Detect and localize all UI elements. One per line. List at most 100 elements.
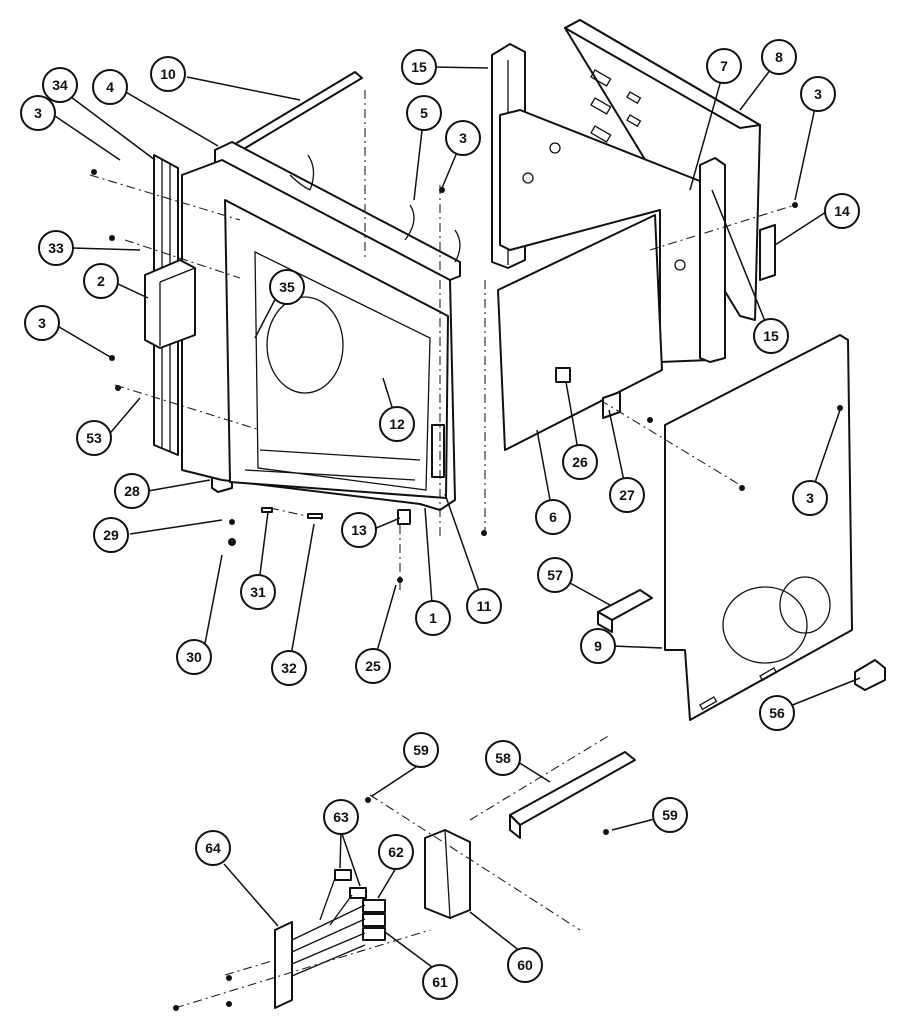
callout-35: 35 (269, 269, 305, 305)
callout-label: 57 (547, 567, 563, 583)
callout-label: 33 (48, 240, 64, 256)
callout-label: 28 (124, 483, 140, 499)
callout-label: 25 (365, 658, 381, 674)
callout-label: 3 (34, 105, 42, 121)
callout-59-a: 59 (403, 732, 439, 768)
callout-label: 59 (662, 807, 678, 823)
callout-5: 5 (406, 95, 442, 131)
callout-4: 4 (92, 69, 128, 105)
callout-3-b: 3 (24, 305, 60, 341)
callout-8: 8 (761, 39, 797, 75)
callout-26: 26 (562, 444, 598, 480)
callout-34: 34 (42, 67, 78, 103)
callout-label: 26 (572, 454, 588, 470)
part-5-wire-bracket (404, 204, 461, 263)
callout-3-e: 3 (792, 480, 828, 516)
callout-25: 25 (355, 648, 391, 684)
fasteners (91, 169, 843, 1011)
callout-label: 61 (432, 974, 448, 990)
callout-1: 1 (415, 600, 451, 636)
part-56-foot-bracket (854, 659, 886, 691)
assembly-lines (89, 90, 796, 1009)
callout-label: 35 (279, 279, 295, 295)
callout-label: 13 (351, 522, 367, 538)
callout-label: 3 (806, 490, 814, 506)
part-26-clip (555, 367, 571, 383)
part-58-rail (509, 751, 636, 839)
callout-58: 58 (485, 740, 521, 776)
callout-label: 3 (459, 130, 467, 146)
part-63-connectors (334, 869, 367, 899)
callout-63: 63 (323, 799, 359, 835)
callout-15-a: 15 (401, 49, 437, 85)
callout-60: 60 (507, 947, 543, 983)
part-14-side-bracket (759, 224, 776, 281)
callout-label: 5 (420, 105, 428, 121)
callout-3-a: 3 (20, 95, 56, 131)
callout-label: 4 (106, 79, 114, 95)
callout-14: 14 (824, 193, 860, 229)
callout-label: 3 (38, 315, 46, 331)
part-9-right-side-panel (664, 334, 853, 721)
callout-label: 10 (160, 66, 176, 82)
part-2-control-box (144, 259, 196, 349)
callout-label: 56 (769, 705, 785, 721)
callout-32: 32 (271, 650, 307, 686)
callout-12: 12 (379, 406, 415, 442)
callout-57: 57 (537, 557, 573, 593)
callout-33: 33 (38, 230, 74, 266)
leader-lines (51, 56, 861, 974)
callout-13: 13 (341, 512, 377, 548)
callout-label: 53 (86, 430, 102, 446)
callout-10: 10 (150, 56, 186, 92)
part-57-channel (597, 589, 653, 633)
callout-6: 6 (535, 499, 571, 535)
callout-61: 61 (422, 964, 458, 1000)
callout-label: 32 (281, 660, 297, 676)
callout-label: 14 (834, 203, 850, 219)
callout-label: 27 (619, 487, 635, 503)
callout-label: 11 (477, 598, 492, 614)
callout-label: 58 (495, 750, 511, 766)
callout-3-d: 3 (800, 76, 836, 112)
callout-31: 31 (240, 574, 276, 610)
part-15-right-channel (699, 157, 726, 363)
part-62-terminal-block (362, 899, 386, 941)
callout-59-b: 59 (652, 797, 688, 833)
callout-62: 62 (378, 834, 414, 870)
callout-label: 62 (388, 844, 404, 860)
callout-53: 53 (76, 420, 112, 456)
callout-label: 60 (517, 957, 533, 973)
callout-label: 6 (549, 509, 557, 525)
callout-64: 64 (195, 830, 231, 866)
callout-label: 64 (205, 840, 221, 856)
callout-11: 11 (466, 588, 502, 624)
part-64-wire-harness (274, 877, 366, 1009)
part-60-box (424, 829, 471, 919)
callout-label: 3 (814, 86, 822, 102)
callout-56: 56 (759, 695, 795, 731)
callout-27: 27 (609, 477, 645, 513)
callout-label: 15 (411, 59, 427, 75)
callout-label: 1 (429, 610, 437, 626)
callout-30: 30 (176, 639, 212, 675)
callout-label: 59 (413, 742, 429, 758)
callout-9: 9 (580, 628, 616, 664)
callout-3-c: 3 (445, 120, 481, 156)
callout-label: 30 (186, 649, 202, 665)
callout-label: 8 (775, 49, 783, 65)
part-6-side-panel (497, 214, 663, 451)
callout-label: 63 (333, 809, 349, 825)
callout-29: 29 (93, 517, 129, 553)
callout-label: 12 (389, 416, 405, 432)
callout-7: 7 (706, 48, 742, 84)
callout-label: 34 (52, 77, 68, 93)
part-10-top-rail (224, 71, 363, 157)
callout-label: 9 (594, 638, 602, 654)
callout-label: 29 (103, 527, 119, 543)
callout-label: 7 (720, 58, 728, 74)
callout-2: 2 (83, 263, 119, 299)
part-1-cabinet-frame (181, 159, 456, 511)
